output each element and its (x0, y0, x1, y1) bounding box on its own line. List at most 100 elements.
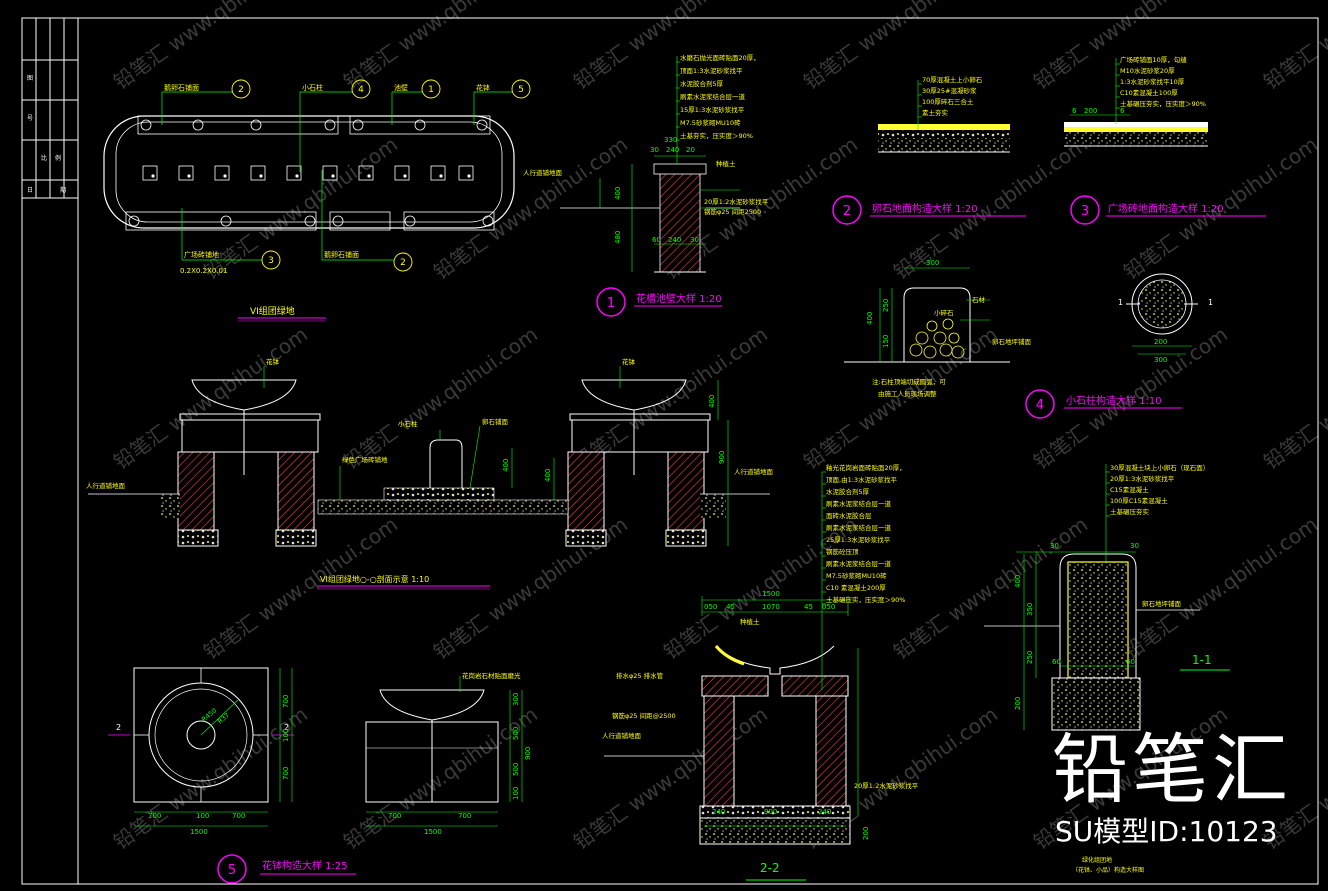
tb-cell: 例 (55, 154, 61, 162)
dim: 250 (882, 299, 890, 312)
callout-number: 3 (268, 256, 274, 266)
label-finish: 花岗岩石材贴面磨光 (462, 671, 521, 680)
note-line: 广场砖铺面10厚，勾缝 (1120, 55, 1187, 64)
dim: 400 (614, 187, 622, 200)
watermark-tile: 铅笔汇 www.qbihui.com (199, 132, 402, 284)
sheet-frame (21, 17, 1319, 885)
tb-cell: 图 (27, 75, 33, 82)
note-line: 刷素水泥浆结合层一道 (826, 523, 892, 532)
label-gravel: 小碎石 (934, 308, 954, 317)
pillar-square (214, 165, 230, 181)
section-mark: 2 (116, 723, 121, 732)
detail-5-planter: R450 R37 2 2 700 100 700 1500 700 100 70… (108, 667, 532, 884)
dim: 500 (512, 763, 520, 776)
watermark-tile: 铅笔汇 www.qbihui.com (1119, 512, 1322, 664)
dim: 330 (664, 136, 677, 144)
callout-number: 2 (238, 85, 244, 95)
note-line: 钢筋砼压顶 (826, 547, 859, 556)
note-line: M7.5砂浆砌MU10砖 (680, 118, 741, 127)
note-line: M10水泥砂浆20厚 (1120, 66, 1175, 75)
dim: 45 (726, 603, 735, 611)
pillar-square (250, 165, 266, 181)
detail-4-pillar: 300 400 250 150 石材 小碎石 卵石地坪铺面 注:石柱顶端切成圆弧… (844, 259, 1213, 419)
dim: 900 (764, 808, 777, 816)
section-view: 400 900 400 400 花钵 花钵 小石柱 卵石铺面 绿色广场砖铺地 人… (86, 357, 774, 590)
note-line: 20厚1:3水泥砂浆找平 (1110, 474, 1175, 483)
dim: 050 (822, 603, 835, 611)
dim: 700 (148, 812, 161, 820)
note-line: 25厚1:3水泥砂浆找平 (826, 535, 891, 544)
label-drain: 钢筋φ25 间距@2500 (612, 711, 676, 720)
dim: 700 (232, 812, 245, 820)
label-stone: 石材 (972, 295, 986, 304)
plan-label-pebble: 鹅卵石铺面 (164, 83, 199, 92)
dim: 700 (282, 695, 290, 708)
dim: 1070 (762, 603, 780, 611)
label-pebble: 卵石铺面 (482, 417, 509, 426)
footnote-line: 绿化组团地 (1082, 856, 1112, 864)
note-line: C10素混凝土100厚 (1120, 88, 1178, 97)
dim: 240 (818, 808, 831, 816)
note-line: 70厚混凝土上小卵石 (922, 75, 983, 84)
dim: 200 (1014, 697, 1022, 710)
pillar-dot (331, 174, 335, 178)
dim: 1500 (190, 828, 208, 836)
detail-title: 花钵构造大样 1:25 (262, 859, 348, 872)
note-line: 土基碾压夯实，压实度＞90% (1120, 99, 1206, 108)
callout-number: 2 (400, 258, 406, 268)
plan-view: 2 4 1 5 3 2 鹅卵石铺面 小石柱 池壁 花钵 广场砖铺地 鹅卵石铺面 … (103, 79, 531, 322)
brand-watermark: 铅笔汇 (1052, 725, 1292, 814)
title-block-text: 图 号 比 例 日 期 (27, 75, 66, 194)
note-line: 由施工人员现场调整 (878, 389, 937, 398)
dim: 45 (804, 603, 813, 611)
pillar-dot (223, 174, 227, 178)
detail-number: 4 (1036, 398, 1044, 413)
plan-title: VI组团绿地 (250, 305, 295, 317)
plan-label-paving: 广场砖铺地 (184, 250, 219, 259)
callout-number: 1 (428, 85, 434, 95)
section-title: 2-2 (760, 861, 780, 875)
note-line: C10 素混凝土200厚 (826, 583, 886, 592)
plan-label-pillar: 小石柱 (302, 83, 323, 92)
tb-cell: 日 (27, 187, 33, 194)
label-paving: 人行道铺地面 (523, 168, 563, 177)
label-mortar: 20厚1:2水泥砂浆找平 (704, 197, 769, 206)
detail-title: 卵石地面构造大样 1:20 (872, 202, 978, 215)
label-paving: 绿色广场砖铺地 (342, 455, 388, 464)
dim: 240 (666, 146, 679, 154)
note-line: C15素混凝土 (1110, 485, 1149, 494)
watermark-tile: 铅笔汇 www.qbihui.com (799, 322, 1002, 474)
pillar-dot (187, 174, 191, 178)
dim: 200 (1084, 107, 1097, 115)
note-line: 注:石柱顶端切成圆弧，可 (872, 377, 946, 386)
dim: 30 (650, 146, 659, 154)
pillar-square (394, 165, 410, 181)
dim: 400 (1014, 575, 1022, 588)
label-planter-right: 花钵 (622, 357, 636, 366)
dim: 6 (1120, 107, 1125, 115)
pillar-dot (439, 174, 443, 178)
label-ground: 卵石地坪铺面 (992, 337, 1032, 346)
note-line: 30厚混凝土块上小卵石（现石面） (1110, 463, 1209, 472)
plan-label-planter: 花钵 (476, 83, 490, 92)
label-planter-left: 花钵 (266, 357, 280, 366)
label-pipe: 钢筋φ25 间距2500 (704, 207, 761, 216)
detail-1-wall: 水磨石抛光面砖贴面20厚，顶面1:3水泥砂浆找平水泥胶合剂5厚刷素水泥浆结合层一… (523, 53, 769, 317)
section-title: VI组团绿地○-○剖面示意 1:10 (320, 574, 429, 584)
pillar-dot (151, 174, 155, 178)
section-mark: 2 (284, 723, 289, 732)
dim: 500 (512, 727, 520, 740)
plan-label-pool: 池壁 (394, 83, 408, 92)
callout-number: 5 (518, 85, 524, 95)
detail-number: 3 (1081, 204, 1089, 219)
dim: 700 (388, 812, 401, 820)
detail-3-tile-floor: 200 6 6 广场砖铺面10厚，勾缝M10水泥砂浆20厚1:3水泥砂浆找平10… (1064, 55, 1266, 225)
dim: 20 (686, 146, 695, 154)
pillar-square (322, 165, 338, 181)
note-line: 刷素水泥浆结合层一道 (826, 559, 892, 568)
pillar-square (286, 165, 302, 181)
section-1-1: 30 30 400 350 250 200 60 60 卵石地坪铺面 30厚混凝… (984, 463, 1230, 731)
dim: 60 (1126, 658, 1135, 666)
dim: 100 (196, 812, 209, 820)
